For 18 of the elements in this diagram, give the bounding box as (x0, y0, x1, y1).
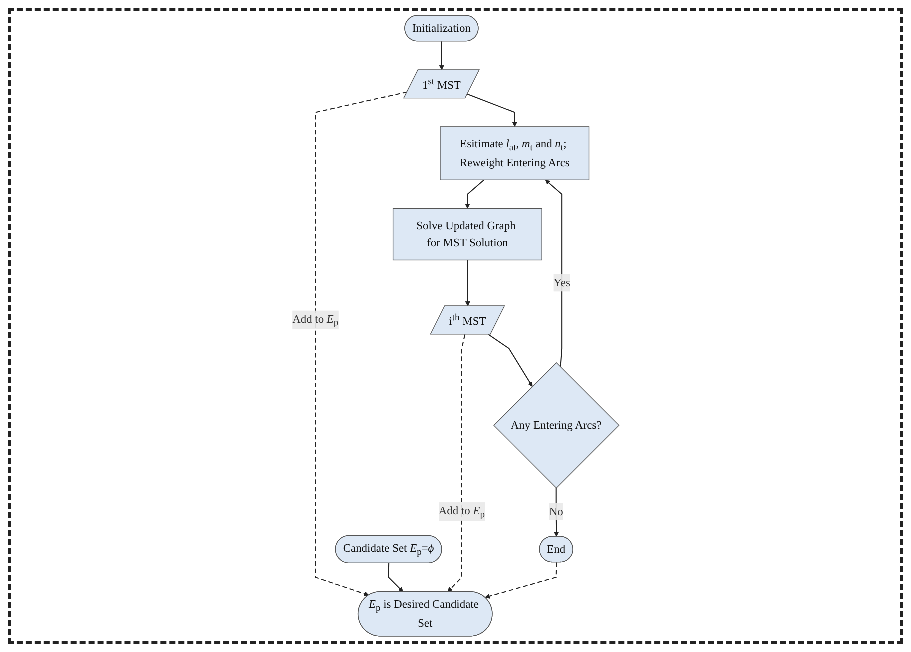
dashed-frame: Add to E$_{p}$ Add to E$_{p}$ Yes No Initialization 1$^{st}$ MST Candidate Set E$_{p}$=ϕ Esitimate l$_{at}$, m$_{t}$ and n$_{t}$; Reweight Entering Arcs Solve Updated Graph for MST Solution i$^{th}$ MST Any Entering Arcs? End E$_{p}$ is Desired Candidate Set (8, 8, 903, 644)
arrow (388, 563, 404, 592)
edge-label: Yes (553, 276, 570, 290)
arrow (464, 180, 484, 209)
node-box (392, 208, 542, 261)
arrow (438, 42, 444, 70)
arrow (464, 260, 470, 307)
arrow (484, 562, 557, 599)
node-diamond (493, 362, 620, 489)
arrow (447, 334, 466, 592)
arrow (467, 94, 517, 128)
edge-label: Add to E$_{p}$ (438, 504, 485, 520)
node-box (440, 126, 590, 180)
arrow (544, 180, 562, 368)
arrow (488, 334, 532, 388)
edge-label: Add to E$_{p}$ (292, 313, 338, 328)
edge-label: No (548, 506, 563, 518)
arrow (314, 92, 408, 596)
